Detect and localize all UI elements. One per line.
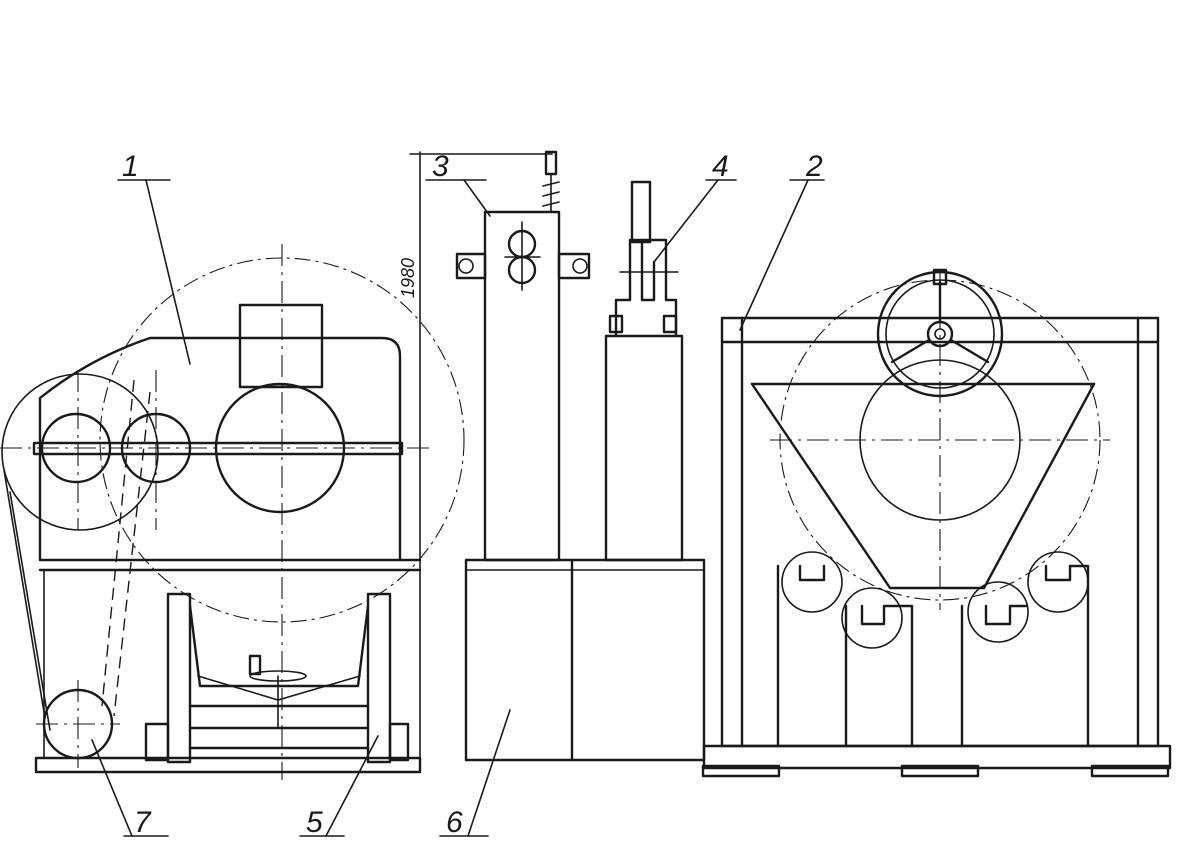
base-block <box>464 558 706 762</box>
callout-5: 5 <box>306 806 323 839</box>
support-stand <box>144 592 410 764</box>
roller-stand <box>455 150 591 562</box>
callout-2: 2 <box>805 150 823 183</box>
lower-pulley <box>3 379 151 768</box>
leader-lines <box>91 179 825 837</box>
dimension-value: 1980 <box>398 258 418 298</box>
callout-1: 1 <box>122 150 139 183</box>
slitter-column <box>604 180 684 562</box>
callout-7: 7 <box>134 806 152 839</box>
callout-3: 3 <box>432 150 449 183</box>
callout-4: 4 <box>712 150 729 183</box>
drive-unit <box>0 244 465 780</box>
height-dimension: 1980 <box>398 151 553 773</box>
unwind-frame <box>720 268 1160 748</box>
callout-6: 6 <box>446 806 463 839</box>
